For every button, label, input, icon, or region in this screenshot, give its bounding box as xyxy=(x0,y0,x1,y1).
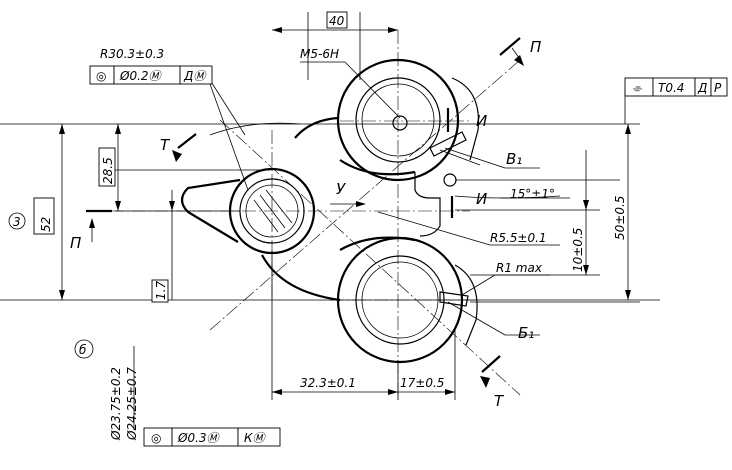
labels: 40 M5-6H R30.3±0.3 15°±1° R5.5±0.1 R1 ma… xyxy=(8,11,627,441)
letter-i-top: И xyxy=(476,112,487,130)
letter-u: У xyxy=(336,180,346,198)
frame-bottom: ◎ Ø0.3Ⓜ КⓂ xyxy=(143,427,281,447)
frame-b-datum: КⓂ xyxy=(244,431,267,445)
callout-3: 3 xyxy=(13,215,21,229)
dim-r-max: R1 max xyxy=(496,261,543,275)
callout-6: б xyxy=(79,343,87,357)
dim-dia-1: Ø23.75±0.2 xyxy=(109,367,123,441)
frame-top-right: ⌯ T0.4 Д P xyxy=(624,77,728,97)
letter-p-left: П xyxy=(70,234,81,252)
frame-tr-datum-d: Д xyxy=(697,81,707,95)
dim-right-50: 50±0.5 xyxy=(613,196,627,240)
frame-tr-value: T0.4 xyxy=(658,81,684,95)
letter-t-bottom: T xyxy=(494,392,505,410)
frame-tr-datum-p: P xyxy=(714,81,722,95)
ref-lines xyxy=(0,12,660,400)
dim-lines xyxy=(59,27,631,430)
dim-bottom-left: 32.3±0.1 xyxy=(300,376,356,390)
dim-small-17: 1.7 xyxy=(154,281,168,300)
frame-b-symbol: ◎ xyxy=(151,431,161,445)
boxed-value-52: 52 xyxy=(39,217,53,232)
dim-top-width: 40 xyxy=(329,14,345,28)
dim-r-small: R5.5±0.1 xyxy=(490,231,547,245)
dim-thread: M5-6H xyxy=(300,47,339,61)
frame-b-value: Ø0.3Ⓜ xyxy=(177,431,221,445)
frame-tl-value: Ø0.2Ⓜ xyxy=(119,69,163,83)
dim-bottom-right: 17±0.5 xyxy=(400,376,444,390)
hatching xyxy=(253,189,293,233)
dim-height-28: 28.5 xyxy=(101,157,115,184)
frame-tr-symbol: ⌯ xyxy=(632,81,643,95)
frame-top-left: ◎ Ø0.2Ⓜ ДⓂ xyxy=(89,65,213,85)
frame-tl-datum: ДⓂ xyxy=(183,69,207,83)
dim-dia-2: Ø24.25±0.7 xyxy=(125,367,139,441)
letter-t-top: T xyxy=(160,136,171,154)
section-marks xyxy=(86,37,524,388)
dim-right-10: 10±0.5 xyxy=(571,228,585,272)
letter-v1: В₁ xyxy=(506,150,522,168)
frame-tl-symbol: ◎ xyxy=(96,69,106,83)
dim-radius-main: R30.3±0.3 xyxy=(100,47,164,61)
dim-angle: 15°±1° xyxy=(510,187,555,201)
letter-i-mid: И xyxy=(476,190,487,208)
letter-b1: Б₁ xyxy=(518,324,534,342)
letter-p-top: П xyxy=(530,38,541,56)
